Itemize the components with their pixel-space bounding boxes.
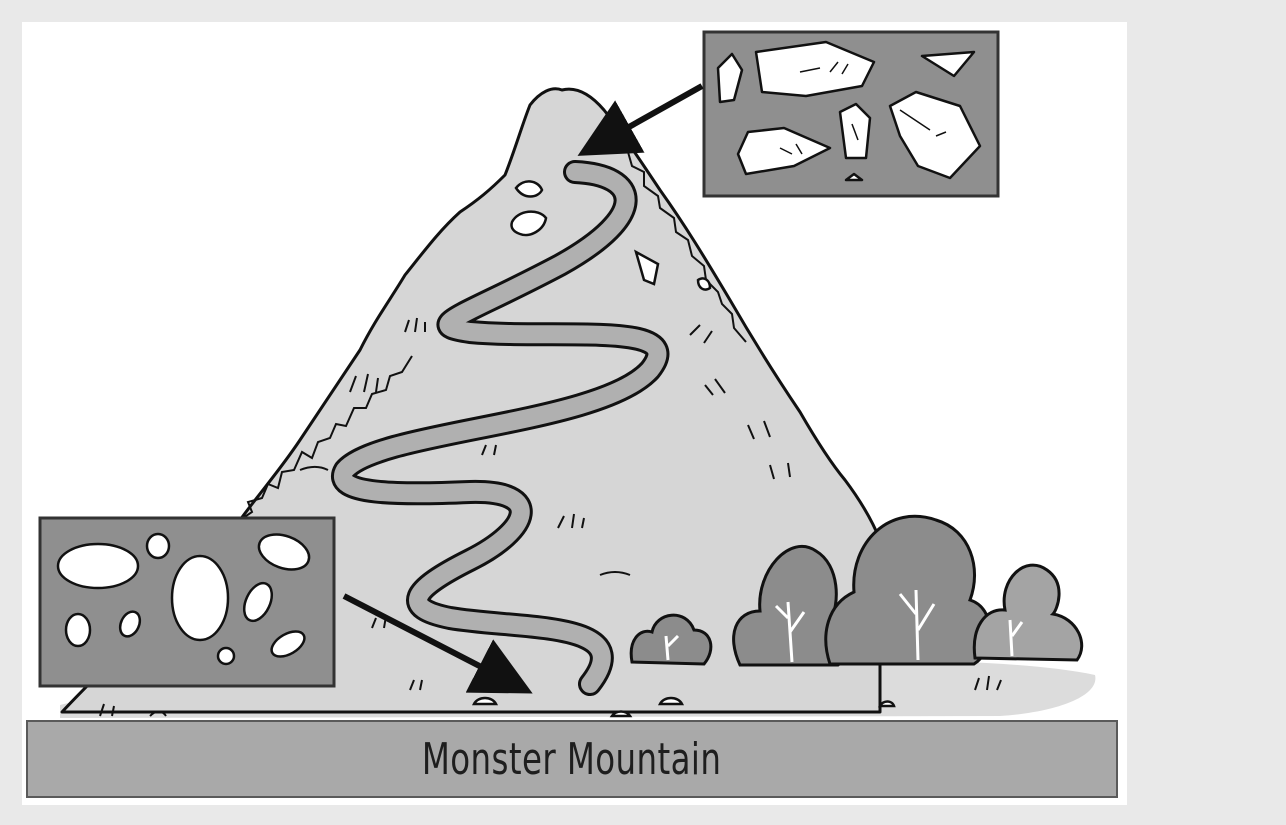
title-bar: Monster Mountain [26,720,1118,798]
diagram-title: Monster Mountain [422,734,721,785]
inset-rock-fragments [704,32,998,196]
bush-back [974,565,1081,660]
inset-rounded-pebbles [40,518,334,686]
